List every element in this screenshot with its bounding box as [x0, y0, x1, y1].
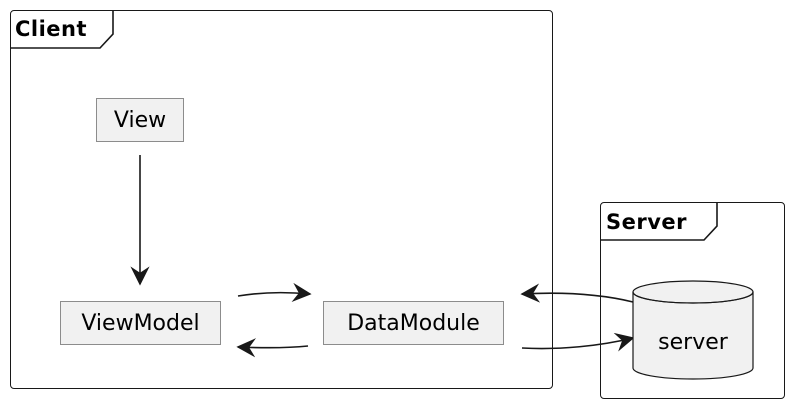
edge-viewmodel-to-datamodule	[237, 282, 312, 302]
node-datamodule[interactable]: DataModule	[323, 301, 504, 345]
client-package-title: Client	[15, 17, 88, 41]
server-package-title: Server	[606, 210, 688, 234]
node-viewmodel[interactable]: ViewModel	[60, 301, 221, 345]
node-view[interactable]: View	[96, 98, 184, 142]
edge-datamodule-to-server	[521, 332, 635, 352]
edge-server-to-datamodule	[520, 283, 634, 303]
server-database-label[interactable]: server	[658, 330, 728, 355]
server-tab-outline	[600, 202, 718, 241]
edge-datamodule-to-viewmodel	[236, 338, 309, 358]
server-database-icon	[632, 280, 754, 380]
client-tab-outline	[10, 10, 114, 49]
